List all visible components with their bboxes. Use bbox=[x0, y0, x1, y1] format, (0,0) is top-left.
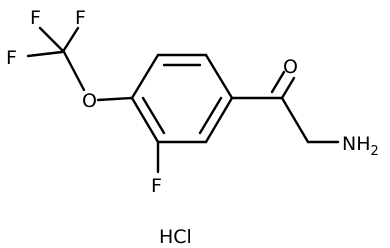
bond-cf-top-right bbox=[62, 26, 80, 52]
salt-label: HCl bbox=[159, 226, 192, 248]
bond-cf-top-left bbox=[38, 26, 64, 52]
bond-carbonyl-2 bbox=[270, 70, 286, 94]
bond-carbonyl-1 bbox=[280, 76, 296, 100]
bond-o-ring bbox=[96, 96, 134, 102]
ring-double-right bbox=[198, 96, 223, 135]
atom-o-carbonyl: O bbox=[283, 56, 298, 78]
atom-f-left: F bbox=[6, 47, 17, 69]
ring-double-left bbox=[141, 96, 166, 135]
ring-bond-6 bbox=[130, 96, 160, 144]
atom-f-ring: F bbox=[151, 175, 162, 197]
bond-c-o-ether bbox=[62, 50, 86, 92]
atom-o-ether: O bbox=[82, 90, 97, 112]
bond-cf-left bbox=[26, 50, 64, 58]
atom-f-top-left: F bbox=[30, 7, 41, 29]
bond-c-ch2 bbox=[280, 96, 310, 144]
atom-nh2-n: NH bbox=[342, 133, 371, 155]
atom-nh2: NH2 bbox=[342, 133, 379, 159]
atom-f-top-right: F bbox=[75, 7, 86, 29]
ring-bond-1 bbox=[130, 53, 160, 100]
atom-nh2-subscript: 2 bbox=[371, 144, 379, 159]
ring-bond-4 bbox=[204, 96, 234, 144]
ring-bond-3 bbox=[204, 53, 234, 100]
